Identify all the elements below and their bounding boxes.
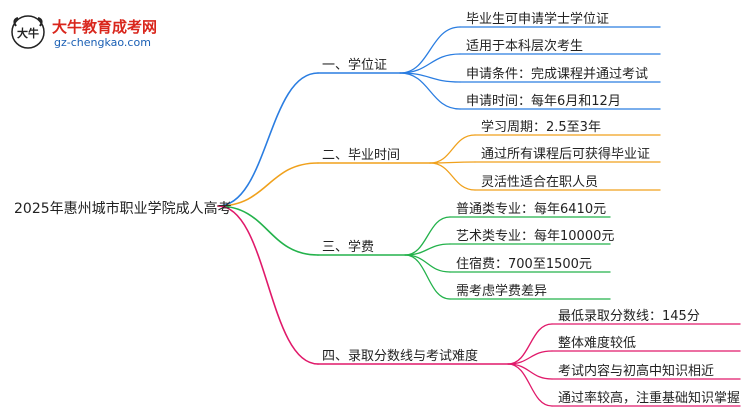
branch-label: 四、录取分数线与考试难度 [322,349,479,364]
bull-logo-icon: 大牛 [11,15,45,49]
leaf-connector [507,363,553,407]
leaf-label: 需考虑学费差异 [456,284,548,299]
branch-label: 一、学位证 [322,58,388,73]
leaf-connector [404,216,451,256]
leaf-label: 通过率较高，注重基础知识掌握 [558,391,741,406]
leaf-connector [507,323,553,365]
branch-connector [217,72,319,207]
branch-connector [217,162,319,207]
leaf-label: 艺术类专业：每年10000元 [456,229,615,244]
branch-label: 二、毕业时间 [322,148,401,163]
leaf-label: 普通类专业：每年6410元 [456,202,607,217]
site-logo[interactable]: 大牛 大牛教育成考网 gz-chengkao.com [10,14,170,54]
branch-connector [217,205,319,256]
leaf-connector [507,363,553,380]
branch-label: 三、学费 [322,240,375,255]
leaf-label: 整体难度较低 [558,336,637,351]
leaf-connector [404,254,451,300]
leaf-label: 灵活性适合在职人员 [481,175,599,190]
logo-title: 大牛教育成考网 [52,18,158,36]
leaf-label: 住宿费：700至1500元 [456,257,592,272]
leaf-connector [399,26,461,74]
leaf-label: 通过所有课程后可获得毕业证 [481,147,651,162]
leaf-label: 考试内容与初高中知识相近 [558,364,715,379]
leaf-label: 申请条件：完成课程并通过考试 [466,67,649,82]
leaf-label: 最低录取分数线：145分 [558,309,700,324]
leaf-connector [399,53,461,74]
branch-connector [217,205,319,365]
leaf-label: 适用于本科层次考生 [466,39,584,54]
leaf-label: 申请时间：每年6月和12月 [466,94,621,109]
leaf-connector [429,162,476,191]
leaf-connector [399,72,461,110]
leaf-connector [404,254,451,273]
logo-url: gz-chengkao.com [54,36,151,49]
svg-text:大牛: 大牛 [17,26,39,40]
leaf-connector [429,134,476,164]
leaf-label: 学习周期：2.5至3年 [481,120,601,135]
root-node: 2025年惠州城市职业学院成人高考 [14,201,232,217]
leaf-label: 毕业生可申请学士学位证 [466,12,610,27]
